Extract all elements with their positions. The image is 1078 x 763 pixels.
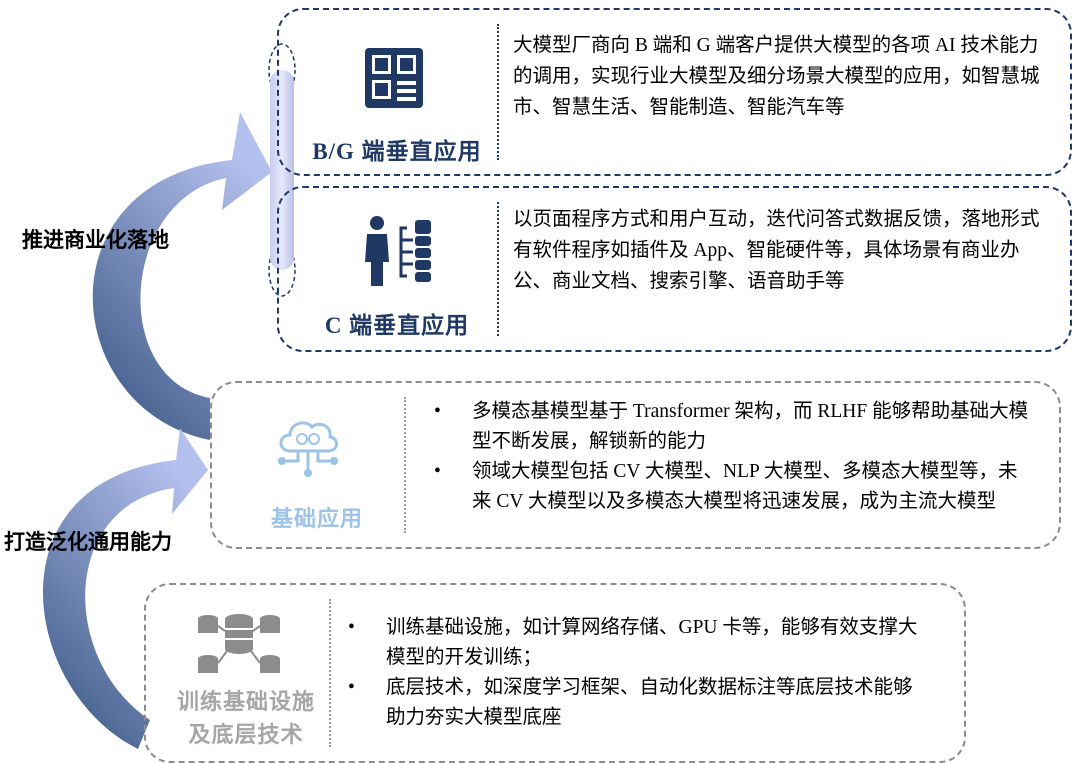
- base-bullet-1: 多模态基模型基于 Transformer 架构，而 RLHF 能够帮助基础大模型…: [434, 397, 1034, 457]
- infra-bullet-2: 底层技术，如深度学习框架、自动化数据标注等底层技术能够助力夯实大模型底座: [348, 673, 918, 733]
- base-layer-label: 基础应用: [270, 506, 363, 531]
- infra-label-line-1: 训练基础设施: [176, 689, 315, 714]
- c-divider: [497, 202, 499, 336]
- c-application-layer: C 端垂直应用 以页面程序方式和用户互动，迭代问答式数据反馈，落地形式有软件程序…: [277, 186, 1072, 352]
- lower-arrow: [42, 428, 208, 749]
- bg-application-layer: B/G 端垂直应用 大模型厂商向 B 端和 G 端客户提供大模型的各项 AI 技…: [277, 8, 1072, 176]
- upper-arrow: [92, 112, 272, 440]
- bg-divider: [497, 24, 499, 160]
- bg-description: 大模型厂商向 B 端和 G 端客户提供大模型的各项 AI 技术能力的调用，实现行…: [513, 35, 1040, 118]
- upper-side-label: 推进商业化落地: [22, 228, 169, 252]
- infra-layer-label: 训练基础设施 及底层技术: [162, 685, 330, 751]
- base-application-layer: 基础应用 多模态基模型基于 Transformer 架构，而 RLHF 能够帮助…: [210, 381, 1061, 549]
- c-layer-label: C 端垂直应用: [324, 313, 470, 338]
- infra-bullet-list: 训练基础设施，如计算网络存储、GPU 卡等，能够有效支撑大模型的开发训练； 底层…: [348, 613, 918, 733]
- base-bullet-2: 领域大模型包括 CV 大模型、NLP 大模型、多模态大模型等，未来 CV 大模型…: [434, 457, 1034, 517]
- connector-bar: [268, 43, 296, 297]
- infrastructure-layer: 训练基础设施 及底层技术 训练基础设施，如计算网络存储、GPU 卡等，能够有效支…: [144, 583, 966, 763]
- cloud-brain-icon: [278, 421, 338, 477]
- base-divider: [404, 397, 406, 533]
- grid-layout-icon: [365, 48, 423, 108]
- database-network-icon: [198, 614, 280, 673]
- bg-layer-label: B/G 端垂直应用: [312, 139, 482, 164]
- infra-divider: [329, 599, 331, 747]
- base-bullet-list: 多模态基模型基于 Transformer 架构，而 RLHF 能够帮助基础大模型…: [434, 397, 1034, 517]
- lower-side-label: 打造泛化通用能力: [4, 530, 172, 554]
- c-description: 以页面程序方式和用户互动，迭代问答式数据反馈，落地形式有软件程序如插件及 App…: [513, 209, 1040, 292]
- infra-bullet-1: 训练基础设施，如计算网络存储、GPU 卡等，能够有效支撑大模型的开发训练；: [348, 613, 918, 673]
- infra-label-line-2: 及底层技术: [188, 722, 304, 747]
- user-tree-icon: [365, 216, 431, 286]
